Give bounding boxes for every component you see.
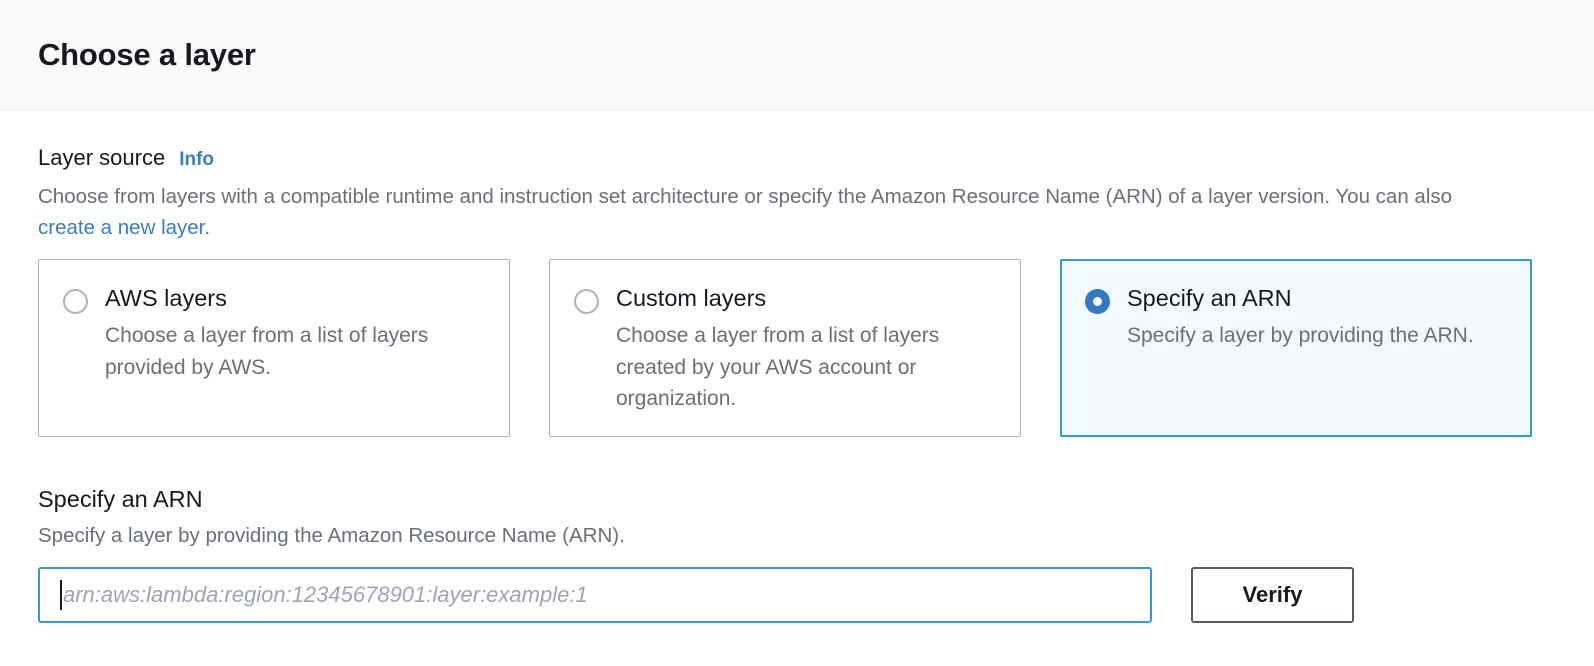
layer-source-options: AWS layers Choose a layer from a list of… [38, 258, 1556, 437]
arn-input-row: Verify [38, 566, 1556, 623]
layer-source-option-custom-layers-text: Custom layers Choose a layer from a list… [616, 284, 998, 415]
verify-button[interactable]: Verify [1191, 566, 1354, 623]
radio-icon-specify-arn[interactable] [1085, 288, 1110, 314]
create-new-layer-link[interactable]: create a new layer [38, 215, 205, 239]
radio-icon-aws-layers[interactable] [63, 288, 88, 314]
layer-source-option-aws-layers-description: Choose a layer from a list of layers pro… [105, 324, 429, 379]
layer-source-option-aws-layers[interactable]: AWS layers Choose a layer from a list of… [38, 258, 510, 437]
layer-source-label: Layer source [38, 145, 166, 170]
layer-source-option-custom-layers[interactable]: Custom layers Choose a layer from a list… [549, 258, 1021, 437]
layer-source-option-custom-layers-title: Custom layers [616, 284, 767, 311]
arn-input[interactable] [63, 581, 1136, 608]
layer-source-option-specify-arn[interactable]: Specify an ARN Specify a layer by provid… [1060, 258, 1532, 437]
page-title: Choose a layer [38, 36, 256, 72]
layer-source-option-aws-layers-title: AWS layers [105, 284, 227, 311]
layer-source-description: Choose from layers with a compatible run… [38, 181, 1478, 243]
layer-source-option-specify-arn-description: Specify a layer by providing the ARN. [1127, 324, 1474, 347]
layer-source-option-custom-layers-description: Choose a layer from a list of layers cre… [616, 324, 940, 410]
text-caret [60, 579, 62, 610]
arn-section-description: Specify a layer by providing the Amazon … [38, 524, 625, 548]
layer-source-description-text-before: Choose from layers with a compatible run… [38, 184, 1453, 208]
modal-body: Layer source Info Choose from layers wit… [0, 110, 1594, 623]
layer-source-option-specify-arn-title: Specify an ARN [1127, 284, 1292, 311]
arn-section: Specify an ARN Specify a layer by provid… [38, 485, 1556, 623]
arn-input-container[interactable] [38, 566, 1152, 623]
radio-icon-custom-layers[interactable] [574, 288, 599, 314]
layer-source-option-specify-arn-text: Specify an ARN Specify a layer by provid… [1127, 284, 1509, 352]
modal-header: Choose a layer [0, 0, 1594, 110]
layer-source-description-text-after: . [204, 215, 211, 239]
info-link[interactable]: Info [179, 149, 215, 170]
layer-source-label-row: Layer source Info [38, 144, 1556, 172]
layer-source-option-aws-layers-text: AWS layers Choose a layer from a list of… [105, 284, 487, 383]
arn-section-title: Specify an ARN [38, 485, 203, 512]
